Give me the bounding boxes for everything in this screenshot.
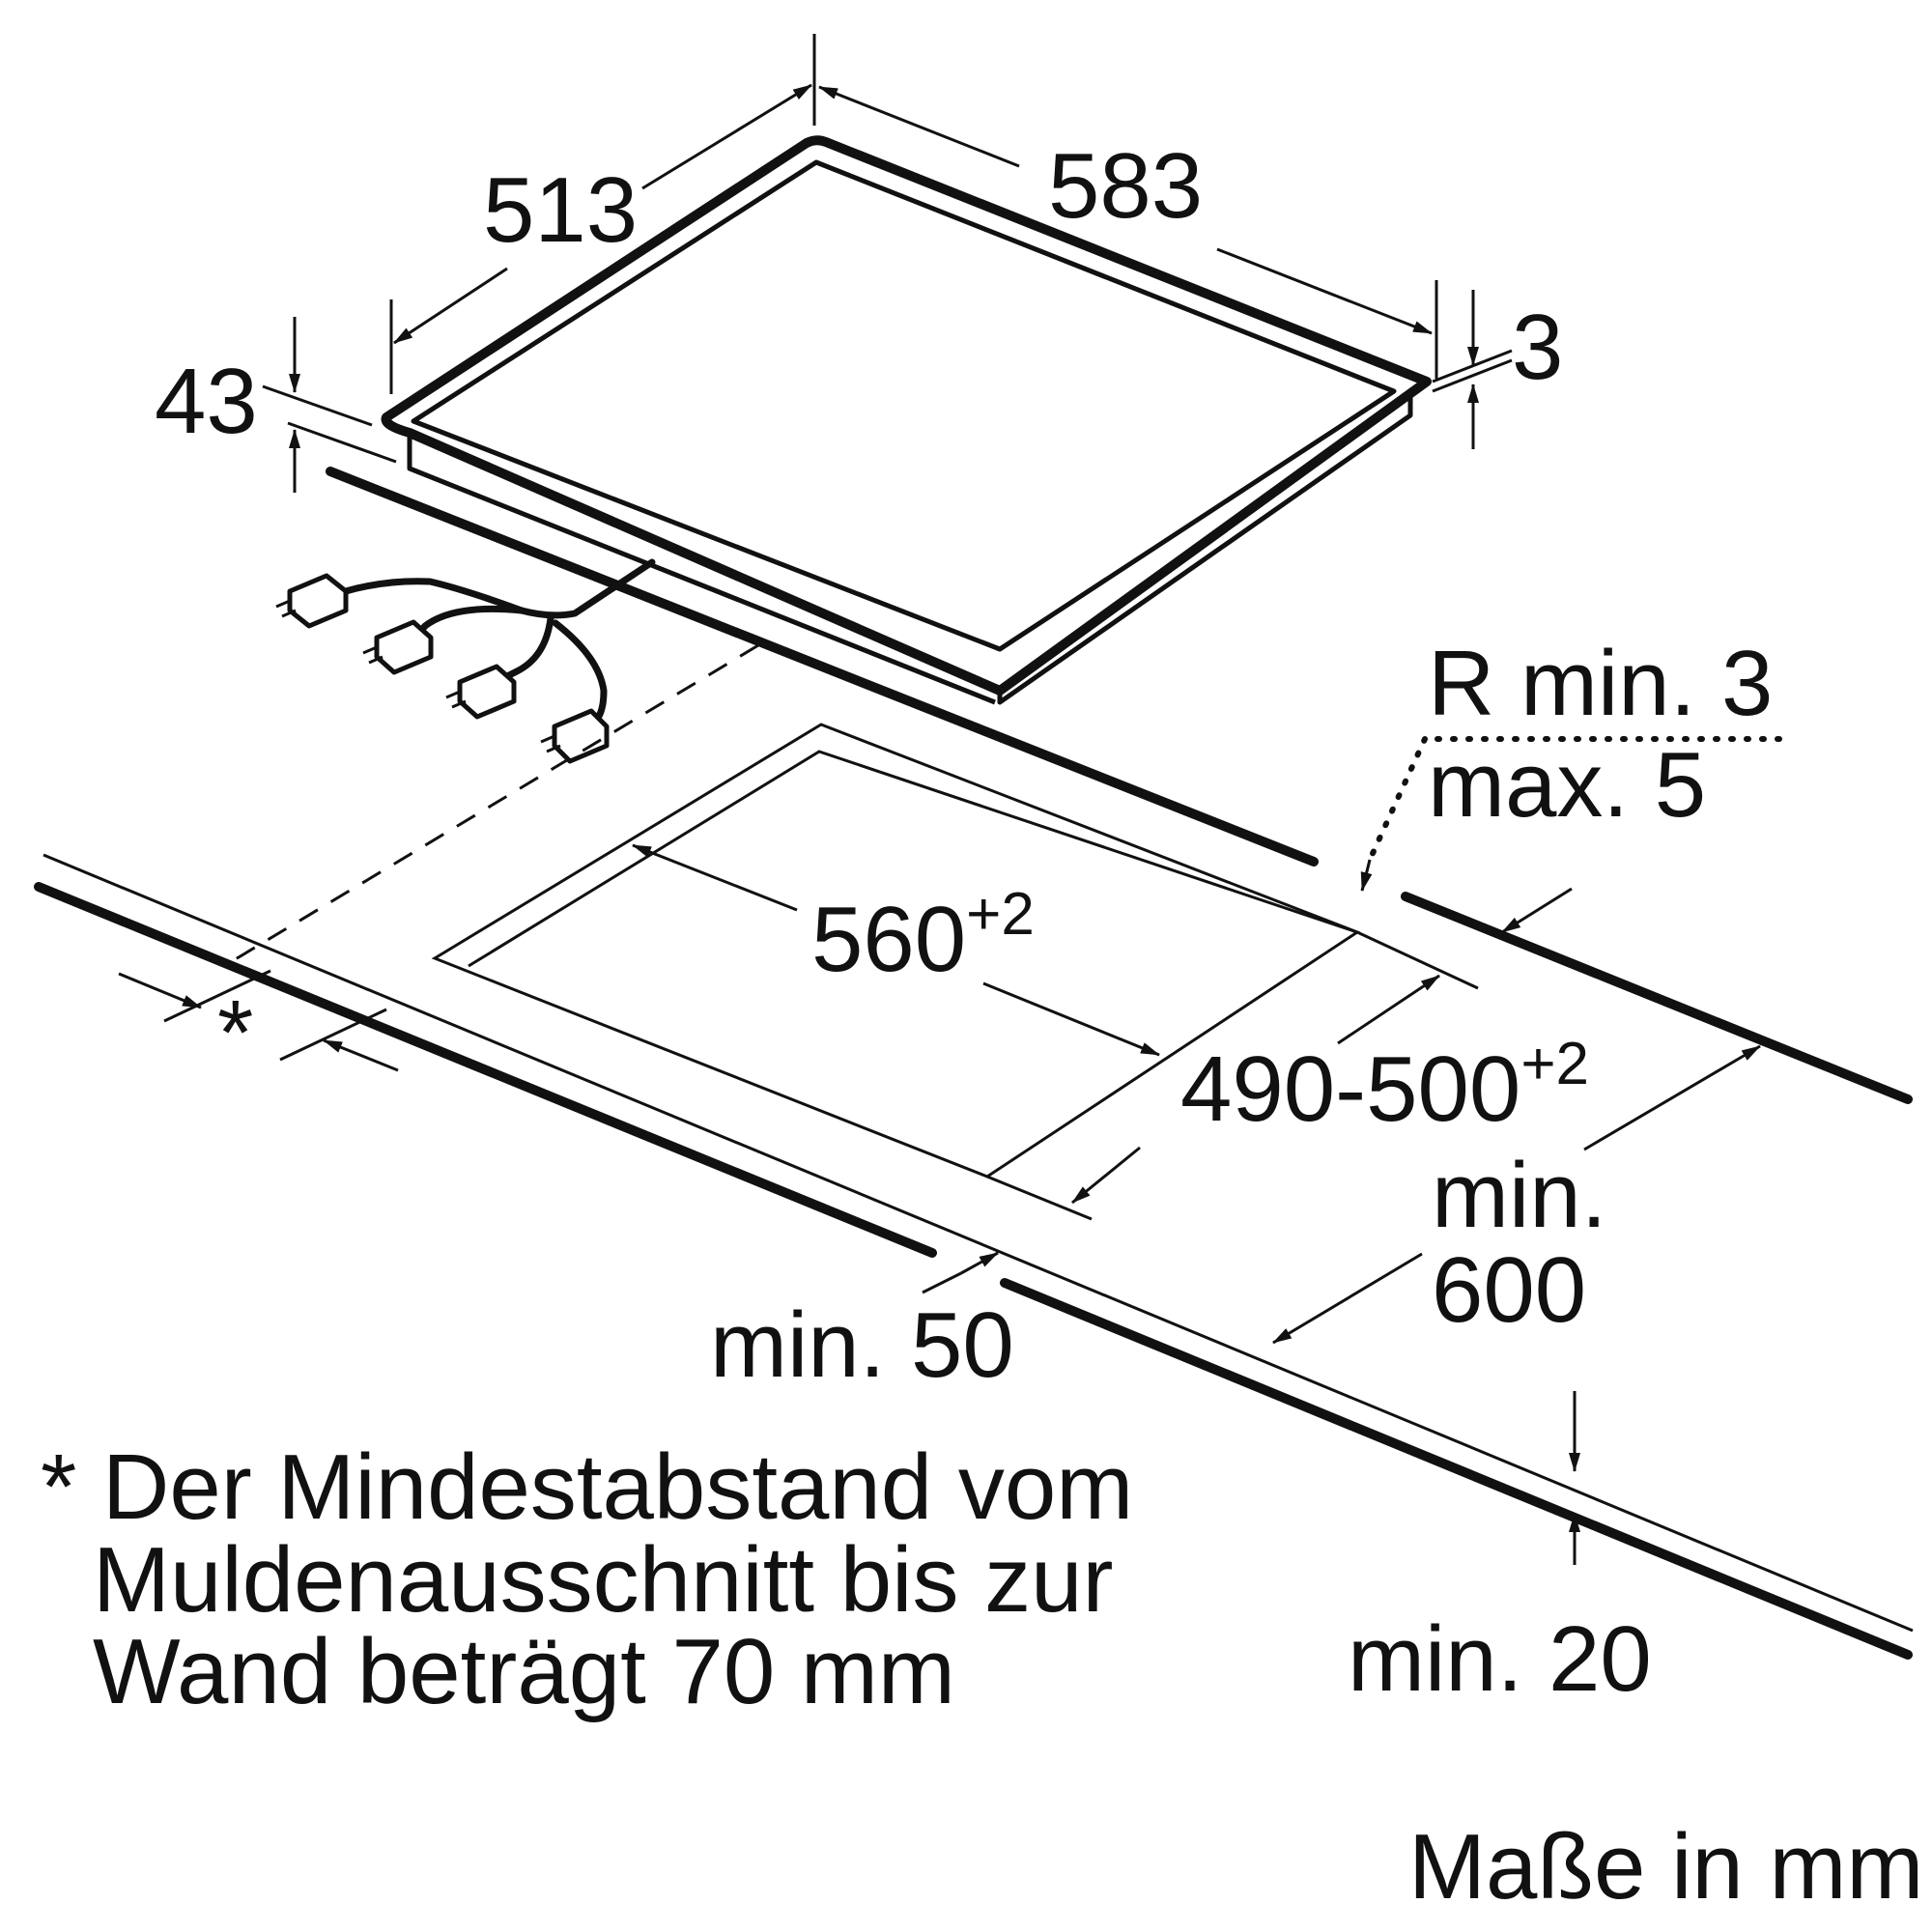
wall-distance-marker: * — [217, 981, 253, 1085]
footnote-line3: Wand beträgt 70 mm — [93, 1620, 955, 1723]
worktop — [34, 853, 1914, 1660]
plug-icon — [445, 664, 517, 720]
dim-depth-line2: 600 — [1432, 1238, 1586, 1342]
hob — [381, 135, 1432, 705]
dim-3: 3 — [1512, 296, 1563, 399]
dim-min-20: min. 20 — [1348, 1607, 1652, 1711]
plug-icon — [362, 619, 434, 675]
dim-513: 513 — [483, 158, 638, 262]
dimension-lines — [118, 34, 1782, 1565]
dim-43: 43 — [155, 350, 258, 453]
dim-depth-line1: min. — [1432, 1144, 1606, 1247]
hob-outer-frame — [381, 135, 1432, 696]
worktop-cutout — [431, 723, 1479, 1221]
cutout-inner — [468, 750, 1358, 968]
dim-560: 560+2 — [811, 881, 1035, 991]
hob-inner-frame — [411, 159, 1397, 652]
dim-min-50: min. 50 — [710, 1293, 1014, 1397]
units-label: Maße in mm — [1408, 1815, 1923, 1918]
footnote-line1: * Der Mindestabstand vom — [41, 1435, 1133, 1539]
worktop-rear-edge — [326, 467, 1319, 867]
wall-reference-line — [223, 643, 759, 968]
footnote-line2: Muldenausschnitt bis zur — [93, 1528, 1114, 1632]
plug-icon — [275, 573, 349, 629]
connection-cables — [275, 558, 656, 764]
dim-583: 583 — [1048, 134, 1203, 238]
dim-490-500: 490-500+2 — [1180, 1031, 1589, 1141]
dim-radius-line1: R min. 3 — [1428, 632, 1773, 735]
plug-icon — [540, 708, 610, 764]
hob-base-side — [407, 391, 1413, 705]
dim-radius-line2: max. 5 — [1428, 733, 1706, 837]
